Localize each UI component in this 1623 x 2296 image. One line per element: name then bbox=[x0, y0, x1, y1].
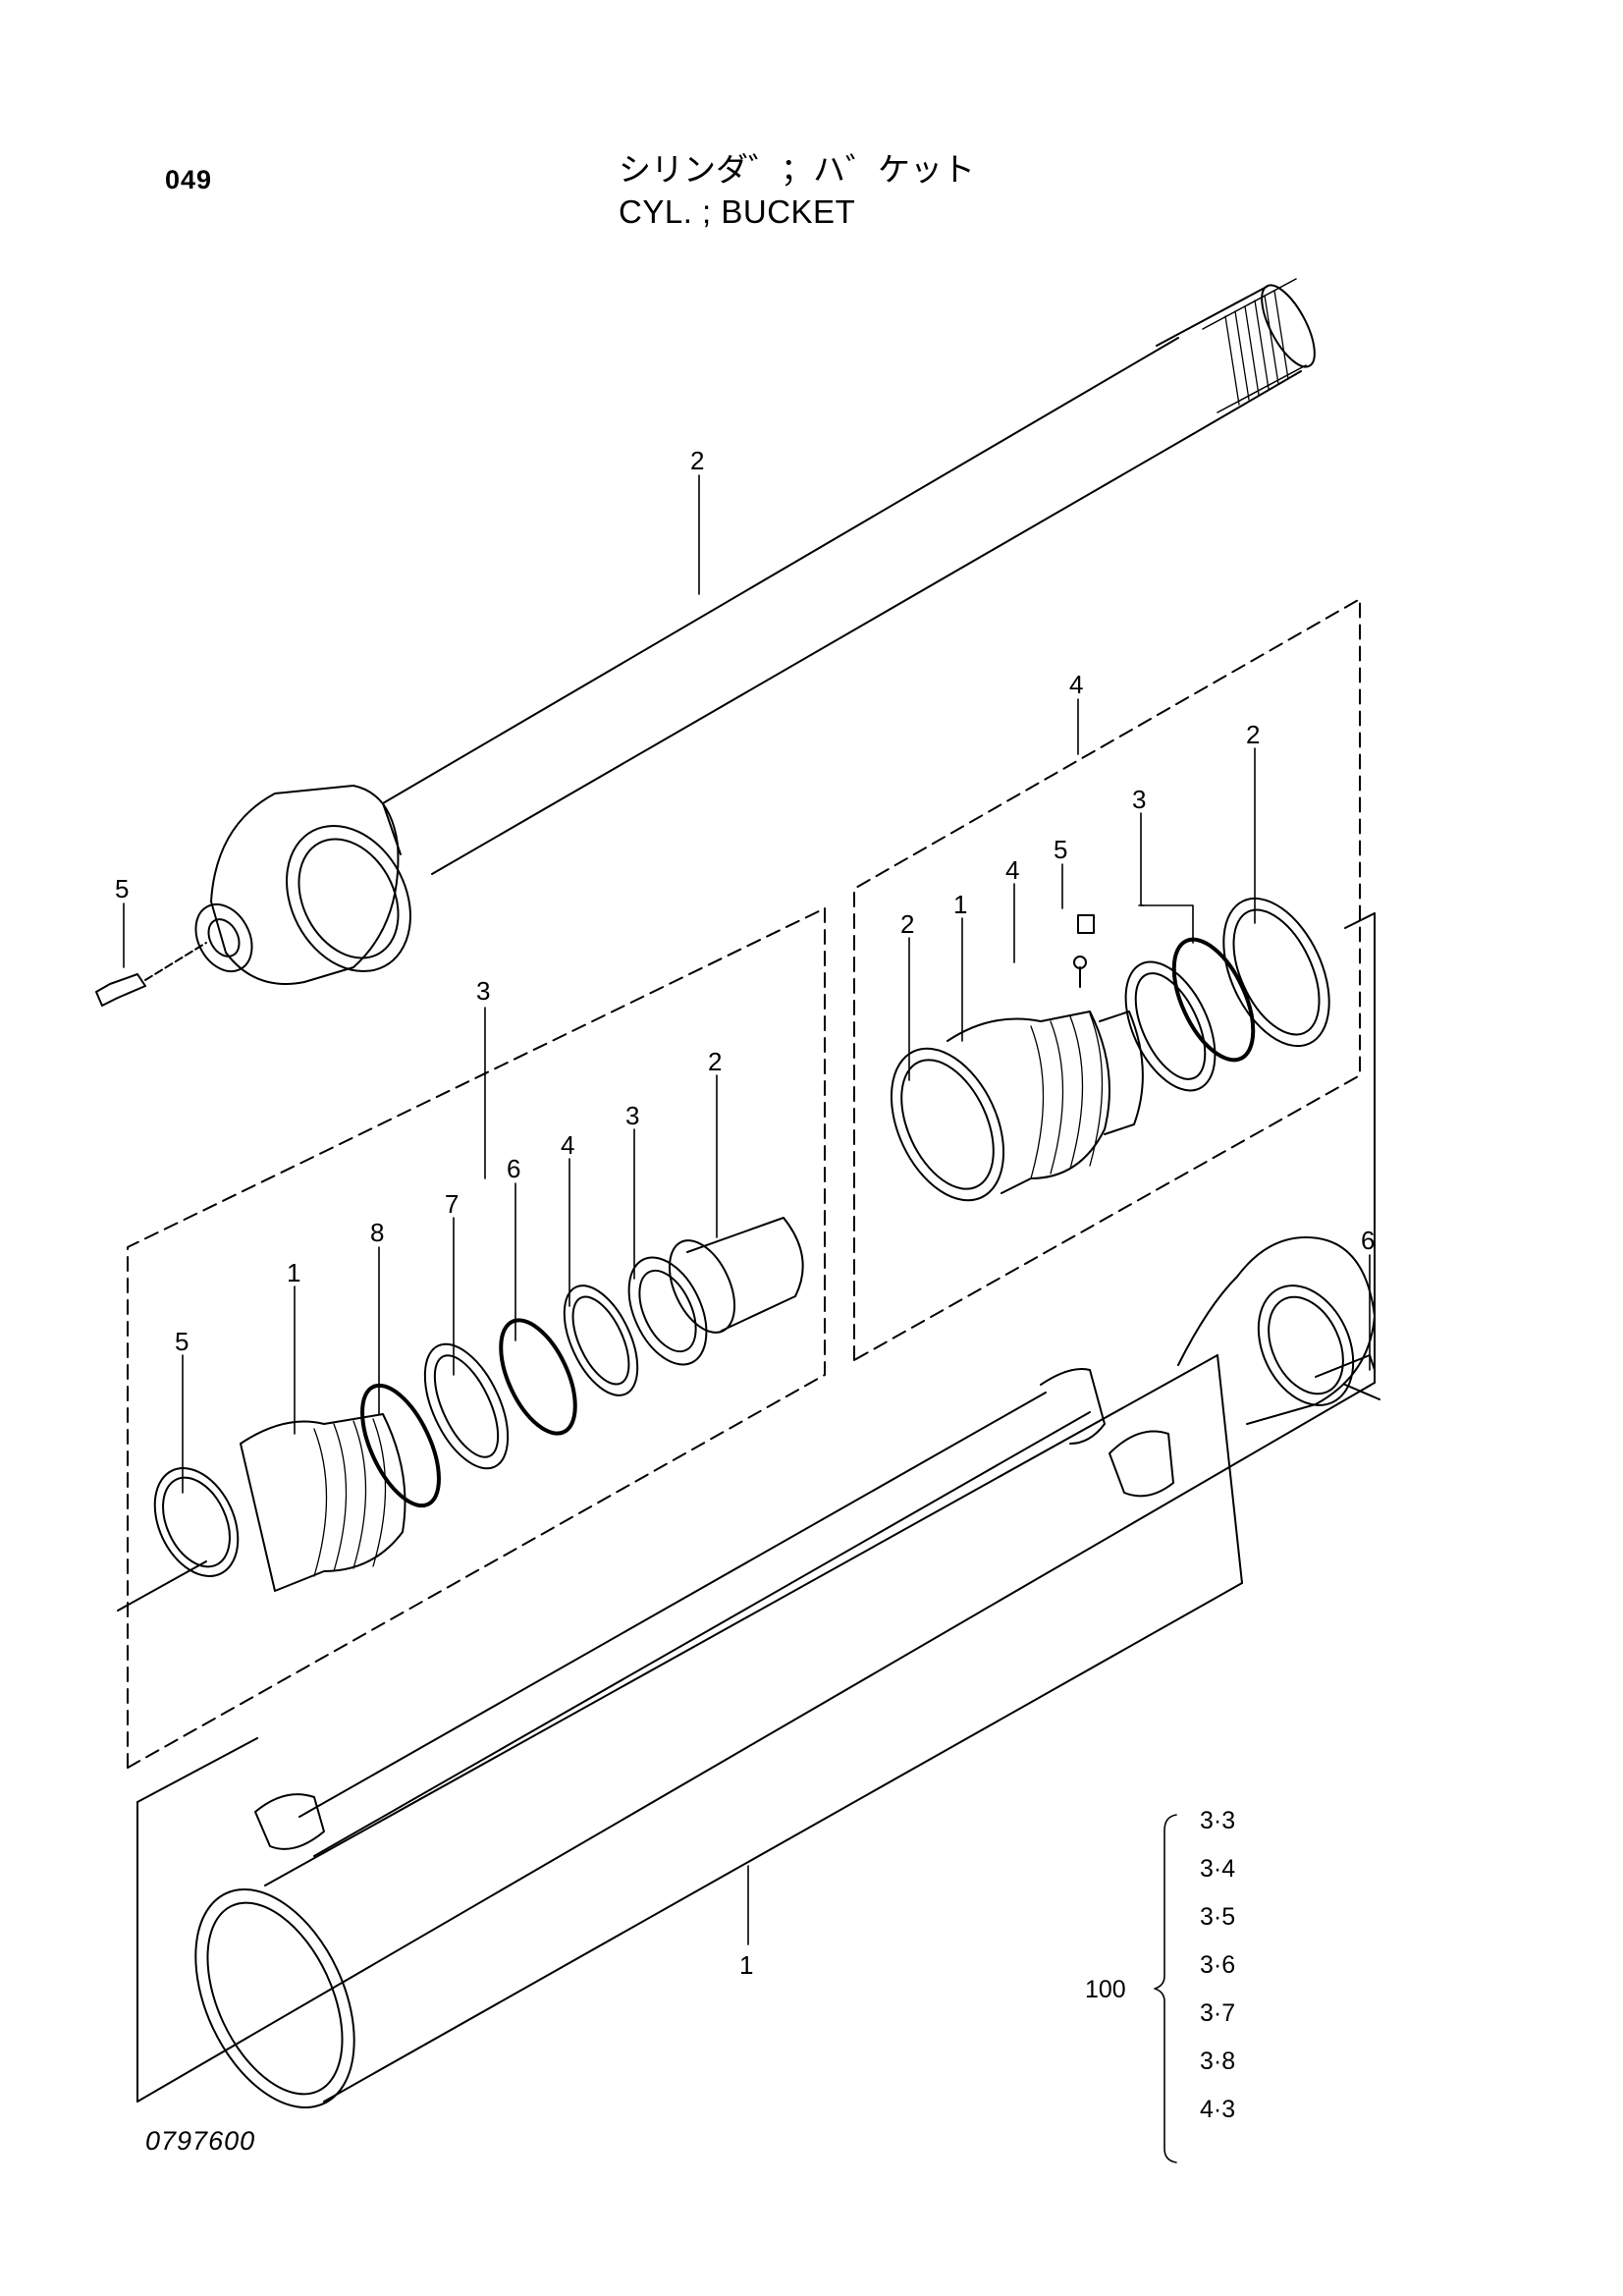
callout-head-item: 3 bbox=[625, 1101, 639, 1130]
piston-rod bbox=[194, 278, 1316, 985]
callout-tube: 1 bbox=[739, 1950, 753, 1980]
seal-kit-item: 3·6 bbox=[1200, 1951, 1235, 1979]
page-number: 049 bbox=[165, 165, 213, 194]
seal-kit-brace bbox=[1154, 1814, 1177, 2163]
cylinder-tube bbox=[136, 912, 1380, 2108]
callout-piston-item: 2 bbox=[900, 909, 914, 939]
callout-head-item: 1 bbox=[287, 1258, 300, 1287]
piston-group bbox=[853, 598, 1361, 1361]
title-japanese: シリンダ゛；ハ゛ケット bbox=[619, 151, 975, 188]
seal-kit-item: 3·5 bbox=[1200, 1903, 1235, 1931]
leader-lines bbox=[123, 474, 1371, 1945]
callout-head-item: 4 bbox=[561, 1130, 574, 1160]
seal-kit-item: 3·3 bbox=[1200, 1807, 1235, 1834]
callout-piston-item: 3 bbox=[1132, 785, 1146, 814]
title-english: CYL. ; BUCKET bbox=[619, 193, 856, 230]
callout-piston-item: 4 bbox=[1005, 855, 1019, 885]
drawing-number: 0797600 bbox=[145, 2126, 256, 2156]
cylinder-head-group bbox=[117, 907, 826, 1769]
callout-head-item: 8 bbox=[370, 1218, 384, 1247]
seal-kit-number: 100 bbox=[1085, 1976, 1126, 2003]
seal-kit-item: 3·8 bbox=[1200, 2048, 1235, 2075]
callout-head-group: 3 bbox=[476, 976, 490, 1006]
callout-head-item: 6 bbox=[507, 1154, 520, 1183]
callout-head-item: 2 bbox=[708, 1047, 722, 1076]
callout-piston-group: 4 bbox=[1069, 670, 1083, 699]
seal-kit-list: 100 3·3 3·4 3·5 3·6 3·7 3·8 4·3 bbox=[1085, 1807, 1235, 2123]
seal-kit-item: 4·3 bbox=[1200, 2096, 1235, 2123]
callout-rod: 2 bbox=[690, 446, 704, 475]
callout-piston-item: 5 bbox=[1054, 835, 1067, 864]
callout-piston-item: 2 bbox=[1246, 720, 1260, 749]
seal-kit-item: 3·4 bbox=[1200, 1855, 1235, 1883]
seal-kit-item: 3·7 bbox=[1200, 1999, 1235, 2027]
callout-piston-item: 1 bbox=[953, 890, 967, 919]
callout-head-item: 5 bbox=[175, 1327, 189, 1356]
callout-rod-grease-fitting: 5 bbox=[115, 874, 129, 903]
callout-labels: 2 5 3 5 1 8 7 6 4 3 2 4 2 1 4 5 3 2 6 1 bbox=[115, 446, 1375, 1980]
callout-tube-grease-fitting: 6 bbox=[1361, 1226, 1375, 1255]
callout-head-item: 7 bbox=[445, 1189, 459, 1219]
rod-grease-fitting bbox=[95, 942, 207, 1007]
